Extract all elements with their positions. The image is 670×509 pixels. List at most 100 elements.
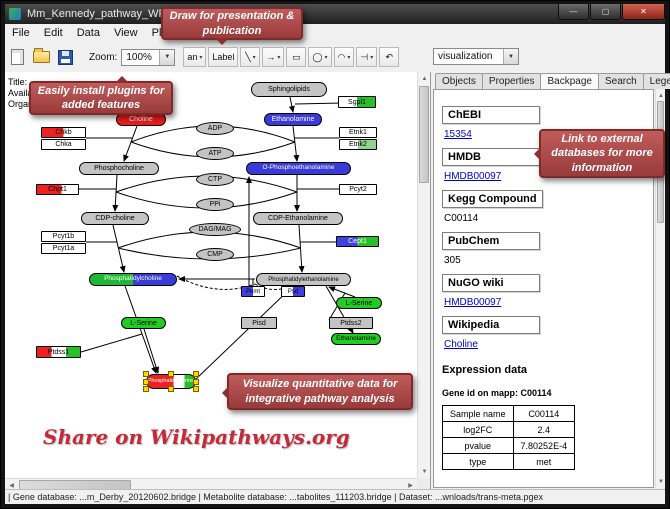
scroll-left-icon[interactable]: ◀	[9, 483, 14, 489]
selection-handle[interactable]	[168, 371, 174, 377]
new-file-icon	[10, 49, 24, 65]
pathway-node-pcyt1b[interactable]: Pcyt1b	[41, 231, 86, 242]
db-value: 305	[444, 255, 461, 266]
selection-handle[interactable]	[168, 386, 174, 392]
db-link[interactable]: Choline	[444, 339, 478, 350]
pathway-node-atp[interactable]: ATP	[196, 147, 234, 160]
pathway-node-cept1[interactable]: Cept1	[336, 236, 379, 247]
selection-handle[interactable]	[193, 371, 199, 377]
line-tool-button[interactable]: ╲▾	[240, 47, 261, 67]
db-link[interactable]: HMDB00097	[444, 297, 502, 308]
callout-visualize: Visualize quantitative data for integrat…	[222, 373, 413, 410]
callout-draw-text: Draw for presentation & publication	[169, 10, 295, 37]
menu-file[interactable]: File	[12, 27, 30, 39]
pathway-node-ethanolamine[interactable]: Ethanolamine	[331, 333, 381, 345]
selection-handle[interactable]	[143, 371, 149, 377]
main-area: Title:Availability:Organism: Sphingolipi…	[5, 72, 670, 491]
scroll-right-icon[interactable]: ▶	[408, 483, 413, 489]
undo-button-button[interactable]: ↶	[379, 47, 400, 67]
selection-handle[interactable]	[143, 378, 149, 385]
scroll-up-icon[interactable]: ▲	[421, 75, 428, 82]
inhibition-tool-button[interactable]: ⊣▾	[356, 47, 378, 67]
pathway-node-chkb[interactable]: Chkb	[41, 127, 86, 138]
pathway-node-o-phosphoethanolamine[interactable]: O-Phosphoethanolamine	[246, 162, 351, 175]
tab-objects[interactable]: Objects	[435, 73, 483, 89]
datanode-tool-button[interactable]: an▾	[183, 47, 207, 67]
label-tool-button[interactable]: Label	[208, 47, 239, 67]
menu-view[interactable]: View	[113, 27, 138, 39]
panel-scroll-up-icon[interactable]: ▲	[658, 92, 664, 99]
connector-tool-button[interactable]: →▾	[262, 47, 285, 67]
callout-plugins: Easily install plugins for added feature…	[29, 76, 173, 115]
minimize-button[interactable]: —	[558, 4, 589, 20]
canvas-vertical-scrollbar[interactable]: ▲ ▼	[417, 72, 430, 478]
tab-properties[interactable]: Properties	[481, 73, 542, 89]
chevron-down-icon: ▾	[324, 54, 328, 61]
pathway-node-phosphatidylethanolamine[interactable]: Phosphatidylethanolamine	[256, 273, 351, 286]
pathway-node-cmp[interactable]: CMP	[196, 248, 234, 261]
db-header-pubchem: PubChem	[442, 232, 540, 250]
visualization-select[interactable]: visualization ▼	[433, 48, 519, 65]
pathway-node-sphingolipids[interactable]: Sphingolipids	[251, 82, 327, 97]
selection-handle[interactable]	[143, 386, 149, 392]
maximize-button[interactable]: ▢	[590, 4, 621, 20]
pathway-node-chka[interactable]: Chka	[41, 139, 86, 150]
pathway-node-l-serine[interactable]: L-Serine	[336, 297, 382, 309]
pathway-node-adp[interactable]: ADP	[196, 122, 234, 135]
scroll-down-icon[interactable]: ▼	[421, 468, 428, 475]
pathway-node-cdp-choline[interactable]: CDP-choline	[81, 212, 149, 225]
pathway-node-l-serine[interactable]: L-Serine	[121, 317, 166, 329]
menu-data[interactable]: Data	[76, 27, 100, 39]
pathway-node-phosphocholine[interactable]: Phosphocholine	[79, 162, 159, 175]
scrollbar-corner	[417, 478, 430, 491]
arc-tool-button[interactable]: ◠▾	[333, 47, 355, 67]
vertical-scroll-thumb[interactable]	[419, 86, 429, 183]
pathway-node-pcyt2[interactable]: Pcyt2	[339, 184, 377, 195]
pathway-node-ppi[interactable]: PPi	[196, 198, 234, 211]
db-header-kegg-compound: Kegg Compound	[442, 190, 543, 208]
open-file-button[interactable]	[30, 46, 52, 68]
callout-link: Link to external databases for more info…	[534, 129, 665, 178]
tab-search[interactable]: Search	[597, 73, 644, 89]
pathway-node-pcyt1a[interactable]: Pcyt1a	[41, 243, 86, 254]
pathway-node-ethanolamine[interactable]: Ethanolamine	[264, 113, 322, 126]
pathway-node-cdp-ethanolamine[interactable]: CDP-Ethanolamine	[253, 212, 343, 225]
zoom-select[interactable]: 100% ▼	[121, 48, 176, 66]
menu-edit[interactable]: Edit	[43, 27, 63, 39]
db-header-hmdb: HMDB	[442, 148, 540, 166]
pathway-info-line: Organism:	[8, 99, 53, 110]
selection-handle[interactable]	[193, 378, 199, 385]
pathway-node-phosphatidylcholine[interactable]: Phosphatidylcholine	[89, 273, 177, 286]
ellipse-tool-button[interactable]: ◯▾	[308, 47, 332, 67]
title-bar[interactable]: Mm_Kennedy_pathway_WP1771_45176.gpml — ▢…	[5, 4, 665, 24]
db-link[interactable]: HMDB00097	[444, 171, 502, 182]
pathway-node-ptdss1[interactable]: Ptdss1	[36, 346, 81, 358]
pathway-node-pisd[interactable]: Pisd	[241, 317, 277, 329]
pathway-node-dag-mag[interactable]: DAG/MAG	[189, 223, 241, 236]
pathway-node-etnk2[interactable]: Etnk2	[339, 139, 377, 150]
tab-backpage[interactable]: Backpage	[540, 73, 599, 89]
toolbar: Zoom: 100% ▼ an▾Label╲▾→▾▭◯▾◠▾⊣▾↶ visual…	[5, 42, 665, 73]
pathway-drawing[interactable]: Title:Availability:Organism: Sphingolipi…	[5, 72, 417, 478]
pathway-node-etnk1[interactable]: Etnk1	[339, 127, 377, 138]
visualization-dropdown-icon[interactable]: ▼	[503, 49, 518, 64]
menu-bar: FileEditDataViewPluginsHelp	[5, 24, 665, 43]
pathway-node-chpt1[interactable]: Chpt1	[36, 184, 79, 195]
db-link[interactable]: 15354	[444, 129, 472, 140]
save-button[interactable]	[54, 46, 76, 68]
panel-scroll-down-icon[interactable]: ▼	[658, 478, 664, 485]
rectangle-tool-button[interactable]: ▭	[286, 47, 307, 67]
close-button[interactable]: ✕	[622, 4, 665, 20]
pathway-node-pemt[interactable]: Pemt	[241, 286, 265, 297]
selection-handle[interactable]	[193, 386, 199, 392]
tool-group: an▾Label╲▾→▾▭◯▾◠▾⊣▾↶	[182, 47, 400, 67]
tab-legend[interactable]: Legend	[642, 73, 670, 89]
pathway-node-ptdss2[interactable]: Ptdss2	[329, 317, 373, 329]
save-floppy-icon	[57, 49, 73, 65]
new-file-button[interactable]	[6, 46, 28, 68]
pathway-node-sgpl1[interactable]: Sgpl1	[338, 96, 376, 108]
pathway-node-ctp[interactable]: CTP	[196, 173, 234, 186]
zoom-dropdown-icon[interactable]: ▼	[159, 49, 175, 65]
pathway-node-psd[interactable]: Psd	[281, 286, 305, 297]
